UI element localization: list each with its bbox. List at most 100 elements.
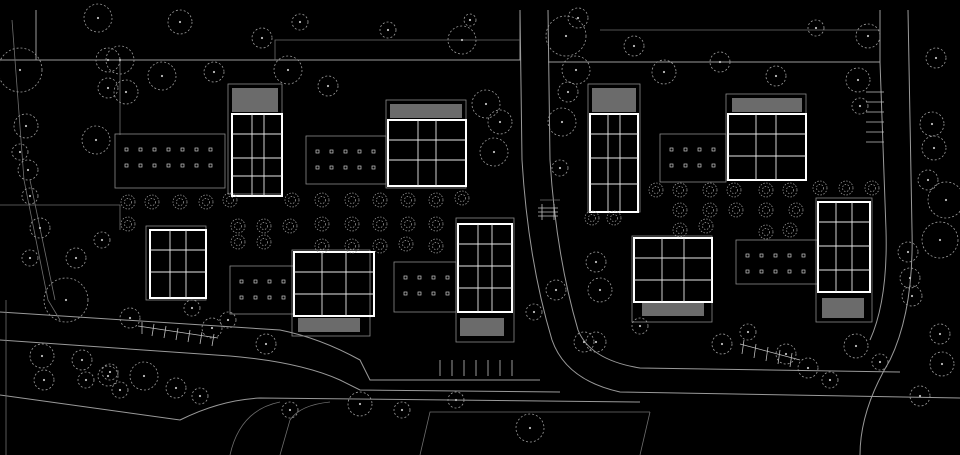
- row-tree-inner-7: [260, 222, 268, 230]
- tree-center-83: [528, 426, 532, 430]
- row-tree-inner-42: [676, 226, 684, 234]
- row-tree-30: [702, 182, 718, 198]
- tree-center-68: [582, 340, 586, 344]
- tree-44: [897, 241, 919, 263]
- tree-center-48: [28, 256, 32, 260]
- tree-76: [843, 333, 869, 359]
- row-tree-12: [314, 192, 330, 208]
- tree-center-4: [386, 28, 390, 32]
- tree-center-24: [28, 194, 32, 198]
- tree-57: [29, 343, 55, 369]
- tree-82: [347, 391, 373, 417]
- court-plant-19: [343, 165, 348, 170]
- tree-24: [21, 187, 39, 205]
- tree-center-9: [574, 68, 578, 72]
- tree-73: [775, 343, 797, 365]
- court-plant-18: [343, 149, 348, 154]
- tree-8: [567, 7, 589, 29]
- court-plant-17: [329, 165, 334, 170]
- tree-25: [81, 125, 111, 155]
- court-plant-15: [315, 165, 320, 170]
- court-plant-5: [152, 163, 157, 168]
- row-tree-46: [584, 210, 600, 226]
- tree-center-2: [260, 36, 264, 40]
- tree-center-69: [594, 340, 598, 344]
- tree-38: [851, 97, 869, 115]
- court-plant-55: [787, 269, 792, 274]
- tree-center-27: [160, 74, 164, 78]
- tree-center-5: [468, 18, 472, 22]
- row-tree-inner-41: [792, 206, 800, 214]
- row-tree-29: [672, 182, 688, 198]
- tree-77: [871, 353, 889, 371]
- tree-center-14: [814, 26, 818, 30]
- tree-center-21: [24, 124, 28, 128]
- tree-center-26: [124, 90, 128, 94]
- road-network: [0, 9, 960, 455]
- tree-center-32: [498, 120, 502, 124]
- tree-26: [113, 79, 139, 105]
- tree-center-0: [96, 16, 100, 20]
- court-plant-0: [124, 147, 129, 152]
- tree-center-40: [932, 146, 936, 150]
- row-tree-inner-15: [404, 196, 412, 204]
- tree-33: [479, 137, 509, 167]
- tree-center-15: [866, 34, 870, 38]
- tree-59: [101, 363, 119, 381]
- court-plant-31: [281, 295, 286, 300]
- court-plant-9: [180, 163, 185, 168]
- tree-center-80: [918, 394, 922, 398]
- tree-84: [393, 401, 411, 419]
- tree-center-55: [226, 318, 230, 322]
- tree-center-45: [908, 276, 912, 280]
- court-plant-43: [683, 163, 688, 168]
- tree-center-78: [938, 332, 942, 336]
- court-plant-50: [759, 253, 764, 258]
- row-tree-inner-4: [226, 196, 234, 204]
- tree-center-64: [594, 260, 598, 264]
- tree-43: [921, 221, 959, 259]
- tree-center-60: [142, 374, 146, 378]
- tree-15: [855, 23, 881, 49]
- tree-2: [251, 27, 273, 49]
- tree-69: [585, 331, 607, 353]
- row-tree-2: [172, 194, 188, 210]
- tree-4: [379, 21, 397, 39]
- tree-78: [929, 323, 951, 345]
- tree-5: [463, 13, 477, 27]
- tree-49: [65, 247, 87, 269]
- court-plant-38: [445, 275, 450, 280]
- tree-19: [105, 45, 135, 75]
- tree-46: [901, 285, 923, 307]
- tree-center-47: [38, 226, 42, 230]
- row-tree-25: [372, 238, 388, 254]
- court-plant-24: [239, 279, 244, 284]
- row-tree-inner-25: [376, 242, 384, 250]
- tree-center-72: [746, 330, 750, 334]
- row-tree-inner-21: [404, 220, 412, 228]
- tree-center-3: [298, 20, 302, 24]
- court-plant-4: [152, 147, 157, 152]
- court-plant-1: [124, 163, 129, 168]
- court-plant-11: [194, 163, 199, 168]
- court-plant-8: [180, 147, 185, 152]
- tree-center-42: [944, 198, 948, 202]
- tree-81: [281, 401, 299, 419]
- court-plant-21: [357, 165, 362, 170]
- tree-center-23: [26, 168, 30, 172]
- row-tree-inner-5: [124, 220, 132, 228]
- tree-66: [545, 279, 567, 301]
- tree-21: [13, 113, 39, 139]
- row-tree-34: [812, 180, 828, 196]
- tree-center-63: [42, 378, 46, 382]
- row-tree-10: [256, 234, 272, 250]
- court-plant-49: [745, 269, 750, 274]
- court-plant-51: [759, 269, 764, 274]
- tree-center-36: [558, 166, 562, 170]
- row-tree-5: [120, 216, 136, 232]
- tree-63: [33, 369, 55, 391]
- row-tree-inner-35: [842, 184, 850, 192]
- row-tree-inner-39: [732, 206, 740, 214]
- row-tree-13: [344, 192, 360, 208]
- row-tree-inner-38: [706, 206, 714, 214]
